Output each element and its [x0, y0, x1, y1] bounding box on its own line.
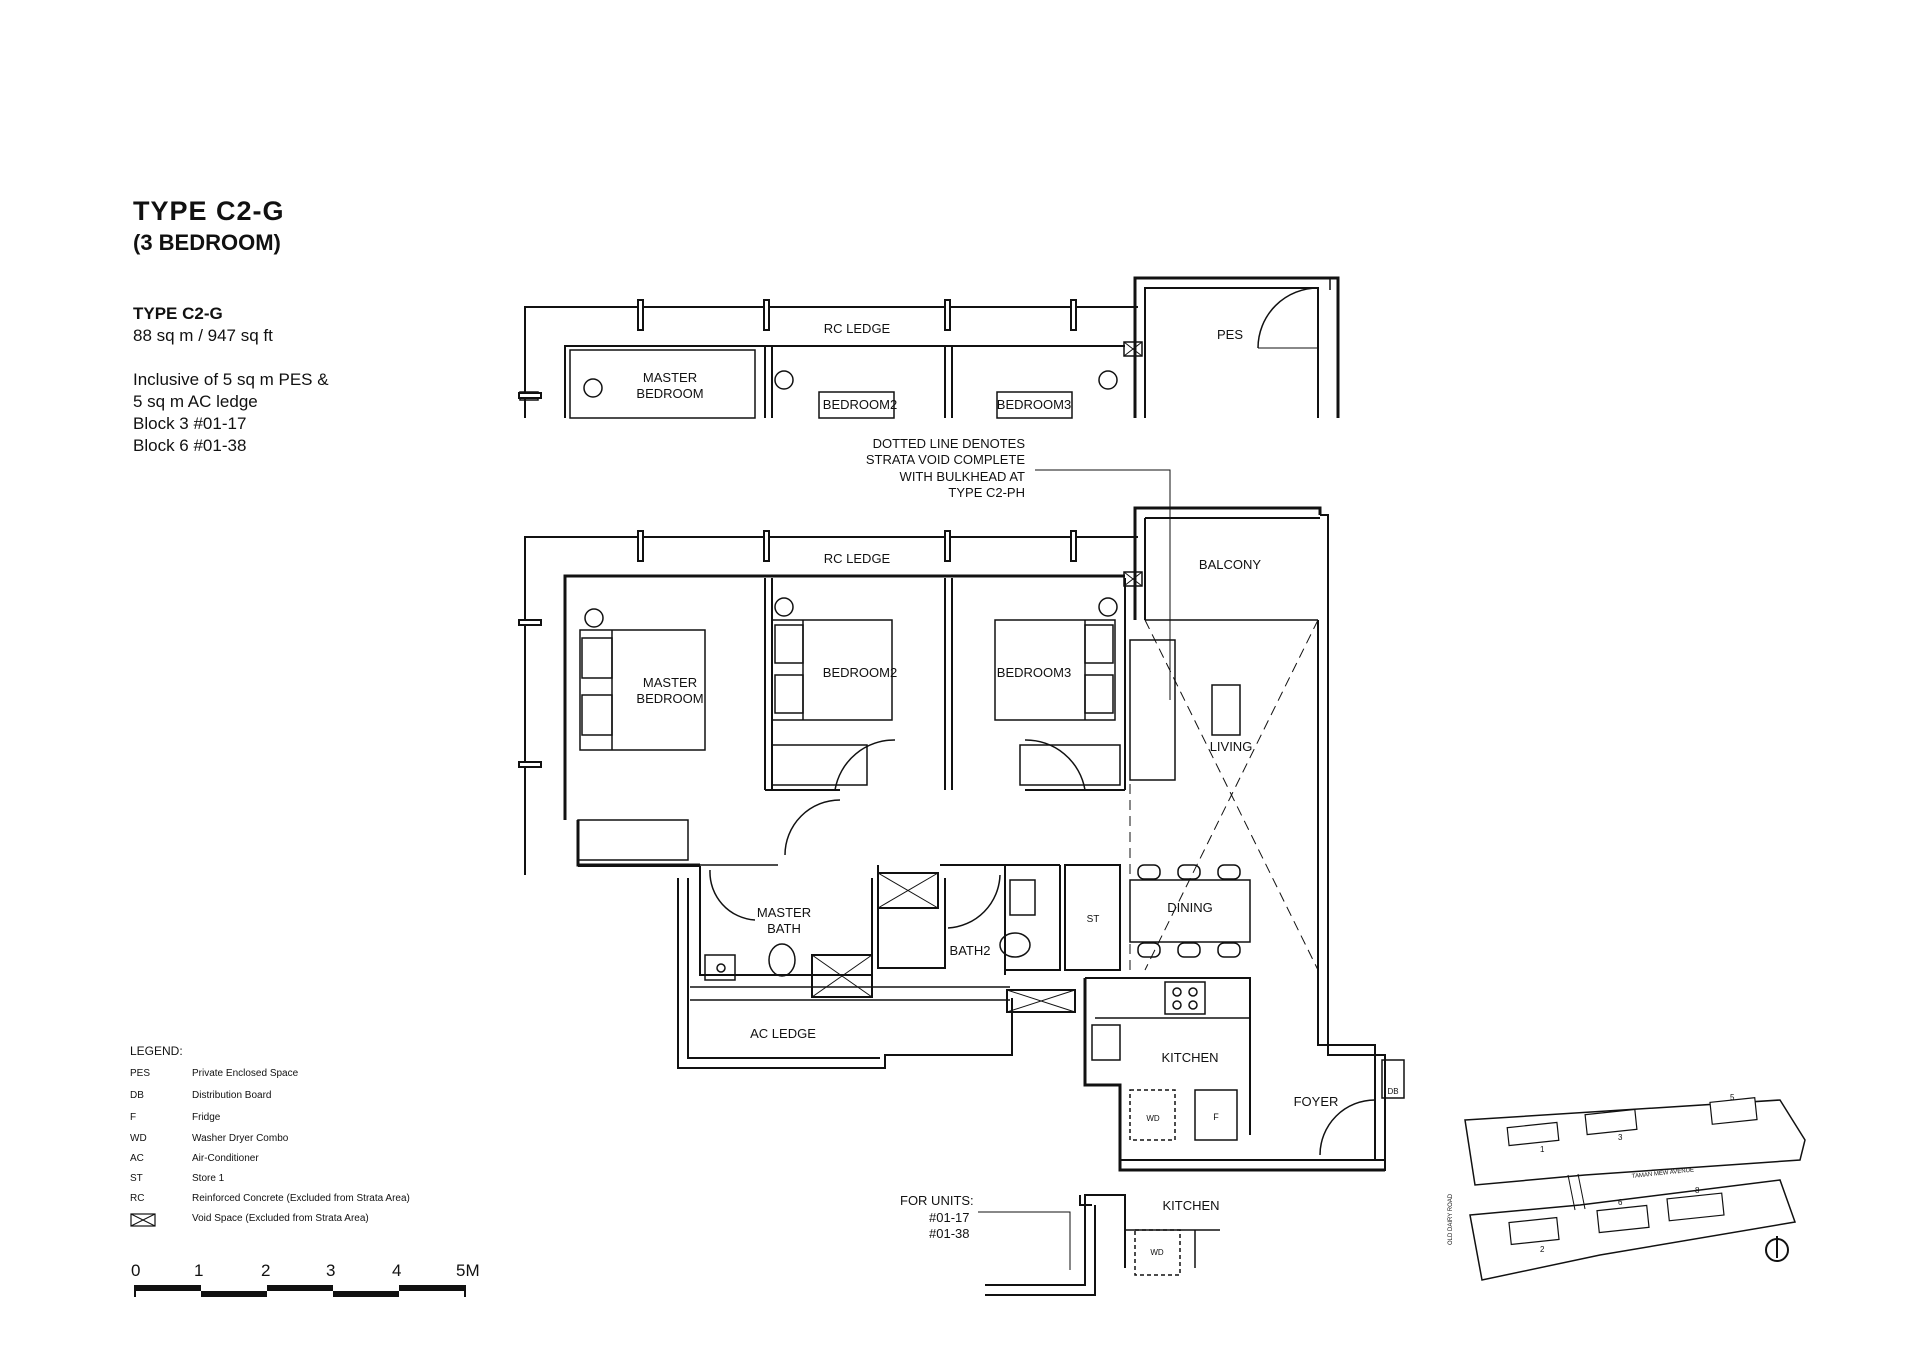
inclusive-line-2: 5 sq m AC ledge	[133, 392, 258, 411]
legend-desc: Washer Dryer Combo	[192, 1133, 289, 1144]
bedroom3-label: BEDROOM3	[997, 665, 1071, 680]
master-bedroom-label-upper-1: MASTER	[643, 370, 697, 385]
scale-label: 2	[261, 1261, 271, 1280]
site-side-road-label: OLD DAIRY ROAD	[1448, 1193, 1454, 1245]
legend-desc: Private Enclosed Space	[192, 1068, 299, 1079]
scale-bar	[134, 1285, 466, 1297]
legend-abbr: DB	[130, 1090, 144, 1101]
legend-abbr: RC	[130, 1193, 145, 1204]
legend-abbr: ST	[130, 1173, 143, 1184]
for-units-2: #01-38	[929, 1226, 969, 1241]
block-6-units: Block 6 #01-38	[133, 436, 247, 455]
scale-label: 4	[392, 1261, 402, 1280]
scale-label: 0	[131, 1261, 141, 1280]
block-3-units: Block 3 #01-17	[133, 414, 247, 433]
for-units-label: FOR UNITS:	[900, 1193, 974, 1208]
site-block-label: 1	[1540, 1145, 1545, 1154]
plan-subtitle: (3 BEDROOM)	[133, 230, 281, 255]
rc-ledge-label-upper: RC LEDGE	[824, 321, 891, 336]
legend-abbr: WD	[130, 1133, 147, 1144]
master-bath-label-1: MASTER	[757, 905, 811, 920]
unit-area: 88 sq m / 947 sq ft	[133, 326, 273, 345]
living-label: LIVING	[1210, 739, 1253, 754]
st-label: ST	[1087, 914, 1100, 925]
bedroom2-label-upper: BEDROOM2	[823, 397, 897, 412]
ac-ledge-label: AC LEDGE	[750, 1026, 816, 1041]
site-block-label: 5	[1730, 1093, 1735, 1102]
master-bedroom-label-upper-2: BEDROOM	[636, 386, 703, 401]
note-line-2: STRATA VOID COMPLETE	[866, 452, 1025, 467]
pes-label: PES	[1217, 327, 1243, 342]
balcony-label: BALCONY	[1199, 557, 1261, 572]
for-units-inset: FOR UNITS: #01-17 #01-38 KITCHEN WD	[900, 1193, 1220, 1296]
legend-desc: Store 1	[192, 1173, 225, 1184]
site-key-plan: 1 2 3 5 6 8 TAMAN MEW AVENUE OLD DAIRY R…	[1448, 1093, 1806, 1281]
site-block-label: 8	[1695, 1186, 1700, 1195]
master-bath-label-2: BATH	[767, 921, 801, 936]
for-units-1: #01-17	[929, 1210, 969, 1225]
master-bedroom-label-1: MASTER	[643, 675, 697, 690]
legend-desc: Fridge	[192, 1112, 221, 1123]
upper-floor-partial	[519, 276, 1340, 419]
site-block-label: 2	[1540, 1245, 1545, 1254]
site-block-label: 6	[1618, 1198, 1623, 1207]
doors	[709, 739, 1376, 1156]
legend-desc: Void Space (Excluded from Strata Area)	[192, 1213, 369, 1224]
scale-label: 1	[194, 1261, 204, 1280]
inclusive-line-1: Inclusive of 5 sq m PES &	[133, 370, 329, 389]
strata-void-lines	[1129, 619, 1319, 971]
unit-type: TYPE C2-G	[133, 304, 223, 323]
furniture	[577, 597, 1405, 1141]
scale-label: 5M	[456, 1261, 480, 1280]
legend-desc: Distribution Board	[192, 1090, 272, 1101]
db-label: DB	[1387, 1087, 1398, 1096]
rc-ledge-label: RC LEDGE	[824, 551, 891, 566]
bath2-label: BATH2	[950, 943, 991, 958]
foyer-label: FOYER	[1294, 1094, 1339, 1109]
void-space-icon	[130, 1213, 156, 1227]
dining-label: DINING	[1167, 900, 1213, 915]
inset-wd-label: WD	[1150, 1248, 1164, 1257]
north-arrow-icon	[1765, 1236, 1789, 1262]
note-line-1: DOTTED LINE DENOTES	[873, 436, 1026, 451]
plan-title: TYPE C2-G	[133, 196, 285, 226]
legend-abbr: PES	[130, 1068, 151, 1079]
wd-label: WD	[1146, 1114, 1160, 1123]
site-block-label: 3	[1618, 1133, 1623, 1142]
note-line-4: TYPE C2-PH	[948, 485, 1025, 500]
legend-desc: Reinforced Concrete (Excluded from Strat…	[192, 1193, 410, 1204]
kitchen-label: KITCHEN	[1161, 1050, 1218, 1065]
inset-kitchen-label: KITCHEN	[1162, 1198, 1219, 1213]
legend-heading: LEGEND:	[130, 1044, 183, 1058]
legend-abbr: F	[130, 1112, 137, 1123]
scale-label: 3	[326, 1261, 336, 1280]
note-line-3: WITH BULKHEAD AT	[900, 469, 1026, 484]
bedroom3-label-upper: BEDROOM3	[997, 397, 1071, 412]
master-bedroom-label-2: BEDROOM	[636, 691, 703, 706]
void-space-symbol	[130, 1213, 190, 1230]
fridge-label: F	[1213, 1112, 1219, 1122]
bedroom2-label: BEDROOM2	[823, 665, 897, 680]
legend-abbr: AC	[130, 1153, 144, 1164]
main-plan-walls	[518, 341, 1386, 1172]
legend-desc: Air-Conditioner	[192, 1153, 259, 1164]
